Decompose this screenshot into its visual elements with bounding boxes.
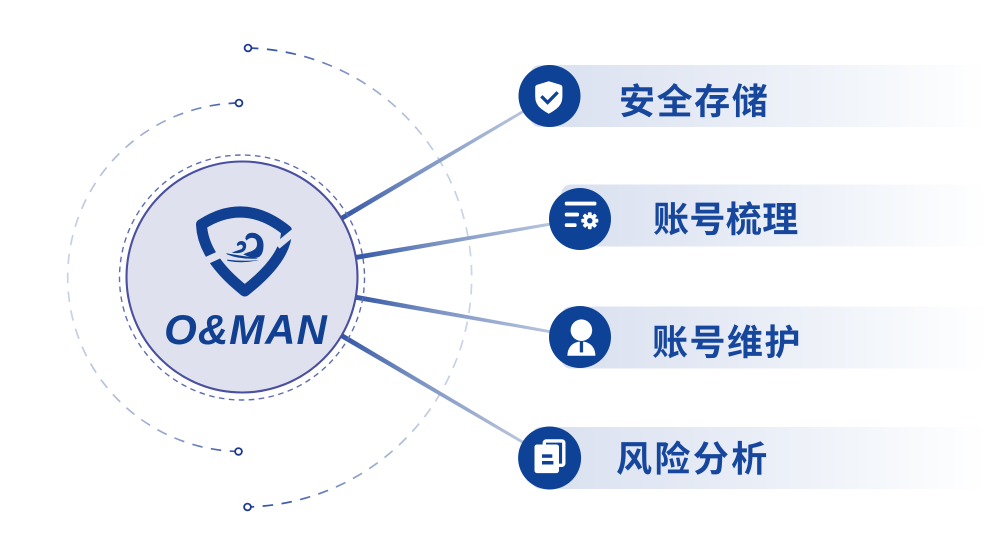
svg-text:O&MAN: O&MAN <box>164 306 328 353</box>
